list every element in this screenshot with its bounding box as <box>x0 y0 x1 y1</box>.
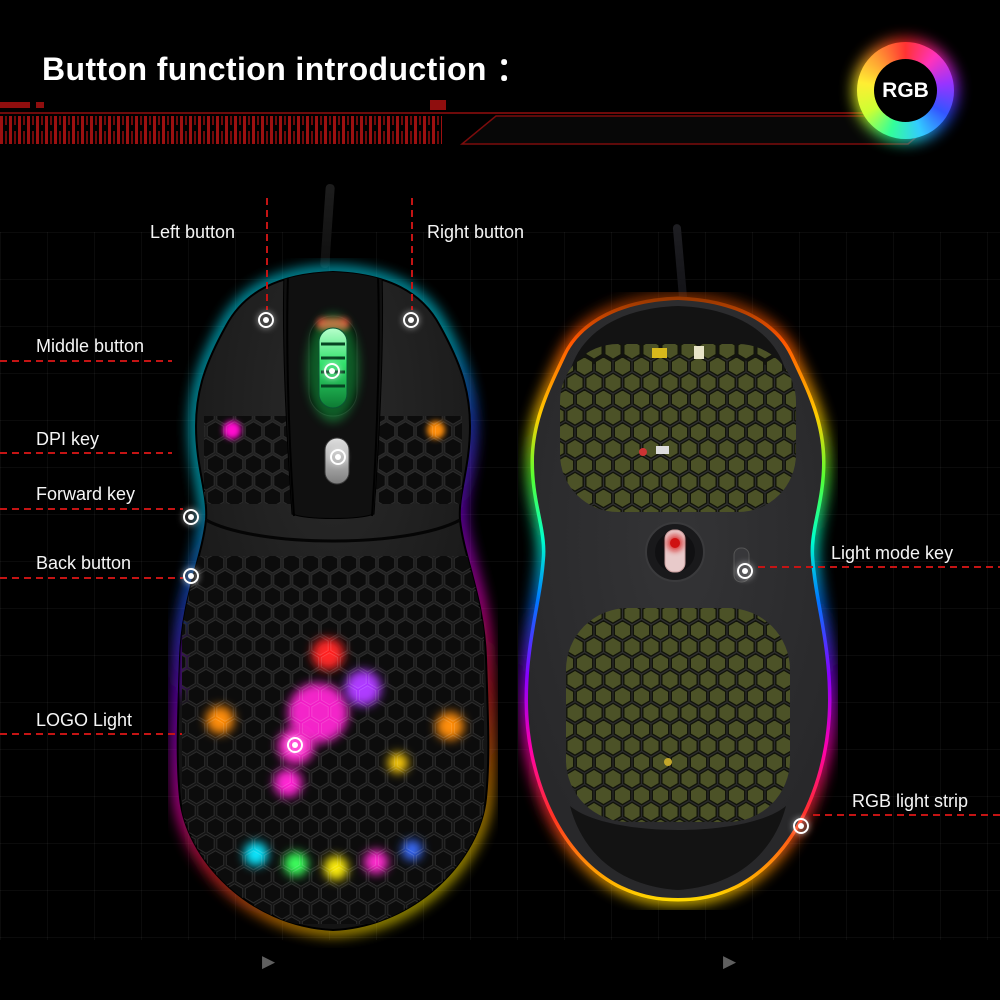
decor-mark-left <box>0 102 30 108</box>
callout-line-middle-button <box>0 360 172 362</box>
callout-light-mode-key: Light mode key <box>831 543 954 563</box>
front-glow-magenta <box>223 421 241 439</box>
callout-middle-button: Middle button <box>36 336 145 356</box>
pcb-yellow-switch <box>652 348 667 358</box>
callout-back-button: Back button <box>36 553 132 573</box>
lower-pcb-honeycomb <box>566 608 790 822</box>
callout-marker-logo-light <box>287 737 303 753</box>
header-decoration <box>0 100 947 145</box>
side-rgb-purple <box>177 636 184 696</box>
front-glow-orange <box>427 421 445 439</box>
callout-line-right-button <box>411 198 413 310</box>
callout-dpi-key: DPI key <box>36 429 100 449</box>
callout-right-button: Right button <box>427 222 525 242</box>
callout-line-rgb-light-strip <box>813 814 1000 816</box>
callout-rgb-light-strip: RGB light strip <box>852 791 969 811</box>
grid-background <box>0 232 1000 940</box>
callout-marker-dpi-key <box>330 449 346 465</box>
mouse-top-view-image <box>168 258 498 948</box>
rgb-ring-icon: RGB <box>853 38 958 143</box>
callout-marker-forward-key <box>183 509 199 525</box>
decor-banner <box>459 115 945 145</box>
callout-marker-left-button <box>258 312 274 328</box>
callout-logo-light: LOGO Light <box>36 710 133 730</box>
right-button-seam <box>371 275 380 517</box>
callout-marker-right-button <box>403 312 419 328</box>
callout-marker-rgb-light-strip <box>793 818 809 834</box>
carousel-next-icon[interactable]: ▶ <box>723 952 737 971</box>
callout-line-back-button <box>0 577 183 579</box>
bottom-glide-pad <box>570 806 786 890</box>
carousel-prev-icon[interactable]: ▶ <box>262 952 276 971</box>
page-title: Button function introduction ： <box>42 51 529 87</box>
mouse-bottom-view-image <box>518 292 838 910</box>
pcb-yellow-dot <box>664 758 672 766</box>
callout-left-button: Left button <box>150 222 236 242</box>
rgb-ring-core: RGB <box>874 59 937 122</box>
callout-line-dpi-key <box>0 452 172 454</box>
callout-line-light-mode-key <box>758 566 1000 568</box>
pcb-red-dot <box>639 448 647 456</box>
callout-forward-key: Forward key <box>36 484 136 504</box>
callout-marker-light-mode-key <box>737 563 753 579</box>
left-button-seam <box>286 275 295 517</box>
upper-pcb-honeycomb <box>560 344 796 512</box>
callout-line-forward-key <box>0 508 183 510</box>
pcb-white-switch <box>694 346 704 359</box>
logo-light-glows <box>206 638 464 880</box>
button-seam <box>205 518 461 543</box>
callout-marker-back-button <box>183 568 199 584</box>
decor-mark-mid <box>430 100 446 110</box>
callout-marker-middle-button <box>324 363 340 379</box>
rgb-label: RGB <box>882 78 929 102</box>
callout-line-left-button <box>266 198 268 310</box>
callout-line-logo-light <box>0 733 182 735</box>
sensor-led <box>670 538 680 548</box>
decor-mark-left2 <box>36 102 44 108</box>
decor-barcode <box>0 116 442 144</box>
pcb-connector <box>656 446 669 454</box>
